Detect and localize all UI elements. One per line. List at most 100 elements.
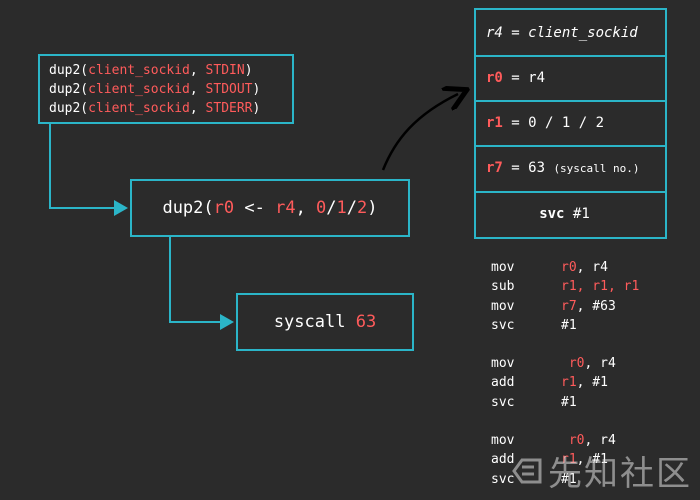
- dup-v0: 0: [316, 198, 327, 218]
- call-fn: dup2(: [49, 63, 89, 78]
- asm-opcode: mov: [491, 433, 515, 449]
- reg-value: = 63: [502, 160, 554, 176]
- syscall-box: syscall 63: [236, 293, 414, 351]
- source-call-line: dup2(client_sockid, STDERR): [49, 99, 292, 118]
- call-arg-stream: STDOUT: [205, 82, 253, 97]
- reg-name: r7: [486, 160, 503, 176]
- asm-opcode: svc: [491, 471, 515, 487]
- call-close: ): [252, 101, 261, 116]
- dup-close: ): [367, 198, 378, 218]
- dup-r4: r4: [275, 198, 296, 218]
- asm-instruction: svc #1: [491, 316, 639, 335]
- asm-operand: , #1: [576, 452, 608, 468]
- reg-name: r0: [486, 69, 503, 86]
- asm-opcode: mov: [491, 260, 515, 275]
- asm-register: r7: [561, 298, 577, 314]
- call-arg-stream: STDERR: [205, 101, 253, 116]
- call-fn: dup2(: [49, 101, 89, 116]
- asm-instruction: mov r7, #63: [491, 297, 639, 316]
- call-sep: ,: [189, 82, 206, 97]
- asm-operand: #1: [561, 471, 577, 487]
- asm-operands: r1, #1: [561, 450, 608, 469]
- asm-operands: #1: [561, 393, 577, 412]
- register-table: r4 = client_sockid r0 = r4 r1 = 0 / 1 / …: [474, 8, 667, 239]
- reg-r4-line: r4 = client_sockid: [486, 24, 638, 41]
- call-arg-sockid: client_sockid: [88, 101, 190, 116]
- asm-operands: #1: [561, 470, 577, 489]
- asm-operand: , #63: [576, 298, 616, 314]
- asm-register: r0: [561, 433, 585, 449]
- call-fn: dup2(: [49, 82, 89, 97]
- reg-name: r1: [486, 114, 503, 131]
- watermark-text: 先知社区: [548, 454, 692, 494]
- reg-svc-op: svc: [539, 206, 565, 222]
- asm-operand: #1: [561, 394, 577, 410]
- dup-r0: r0: [213, 198, 235, 218]
- reg-value: = r4: [502, 69, 546, 86]
- source-calls-box: dup2(client_sockid, STDIN) dup2(client_s…: [38, 54, 294, 124]
- source-call-line: dup2(client_sockid, STDOUT): [49, 80, 292, 99]
- asm-instruction: add r1, #1: [491, 450, 639, 469]
- asm-instruction: svc #1: [491, 393, 639, 412]
- dup-comma: ,: [295, 198, 317, 218]
- call-close: ): [252, 82, 261, 97]
- asm-operands: r0, r4: [561, 258, 608, 277]
- reg-value: = 0 / 1 / 2: [502, 114, 605, 131]
- asm-register: r1: [561, 375, 577, 391]
- call-arg-sockid: client_sockid: [88, 82, 190, 97]
- call-arg-sockid: client_sockid: [88, 63, 190, 78]
- call-sep: ,: [189, 63, 206, 78]
- reg-svc-arg: #1: [564, 206, 590, 222]
- asm-instruction: sub r1, r1, r1: [491, 277, 639, 296]
- asm-instruction: mov r0, r4: [491, 354, 639, 373]
- asm-instruction: mov r0, r4: [491, 258, 639, 277]
- asm-operands: r0, r4: [561, 431, 616, 450]
- asm-opcode: mov: [491, 298, 515, 314]
- connector-dup-to-syscall: [169, 237, 234, 330]
- asm-opcode: add: [491, 452, 515, 468]
- watermark: 先知社区: [510, 446, 692, 495]
- call-close: ): [244, 63, 253, 78]
- asm-operand: , r4: [584, 356, 616, 372]
- dup-fn: dup2(: [162, 198, 214, 218]
- dup-v2: 2: [357, 198, 368, 218]
- xianzhi-logo-icon: [512, 458, 542, 483]
- asm-block-gap: [491, 335, 639, 354]
- asm-register: r1, r1, r1: [561, 279, 640, 295]
- register-row: svc #1: [476, 191, 665, 237]
- dup2-box: dup2(r0 <- r4, 0/1/2): [130, 179, 410, 237]
- asm-operands: r0, r4: [561, 354, 616, 373]
- call-sep: ,: [189, 101, 206, 116]
- asm-register: r0: [561, 356, 585, 372]
- call-arg-stream: STDIN: [205, 63, 245, 78]
- dup-v1: 1: [336, 198, 347, 218]
- asm-register: r0: [561, 260, 577, 275]
- syscall-number: 63: [355, 312, 377, 332]
- asm-opcode: sub: [491, 279, 515, 295]
- register-row: r7 = 63 (syscall no.): [476, 145, 665, 193]
- asm-operand: , #1: [576, 375, 608, 391]
- asm-instruction: mov r0, r4: [491, 431, 639, 450]
- register-row: r0 = r4: [476, 55, 665, 102]
- dup-slash: /: [326, 198, 337, 218]
- source-call-line: dup2(client_sockid, STDIN): [49, 61, 292, 80]
- asm-block-gap: [491, 412, 639, 431]
- register-row: r4 = client_sockid: [476, 10, 665, 57]
- asm-operand: , r4: [584, 433, 616, 449]
- connector-src-to-dup: [49, 124, 128, 216]
- asm-opcode: svc: [491, 317, 515, 333]
- asm-instruction: svc #1: [491, 470, 639, 489]
- asm-register: r1: [561, 452, 577, 468]
- asm-opcode: svc: [491, 394, 515, 410]
- curved-arrow: [381, 94, 458, 171]
- asm-operands: r7, #63: [561, 297, 616, 316]
- asm-opcode: mov: [491, 356, 515, 372]
- dup-slash: /: [346, 198, 358, 218]
- reg-note: (syscall no.): [553, 161, 640, 175]
- dup-arrow: <-: [234, 198, 276, 218]
- asm-operands: #1: [561, 316, 577, 335]
- asm-operands: r1, #1: [561, 373, 608, 392]
- register-row: r1 = 0 / 1 / 2: [476, 100, 665, 147]
- asm-opcode: add: [491, 375, 515, 391]
